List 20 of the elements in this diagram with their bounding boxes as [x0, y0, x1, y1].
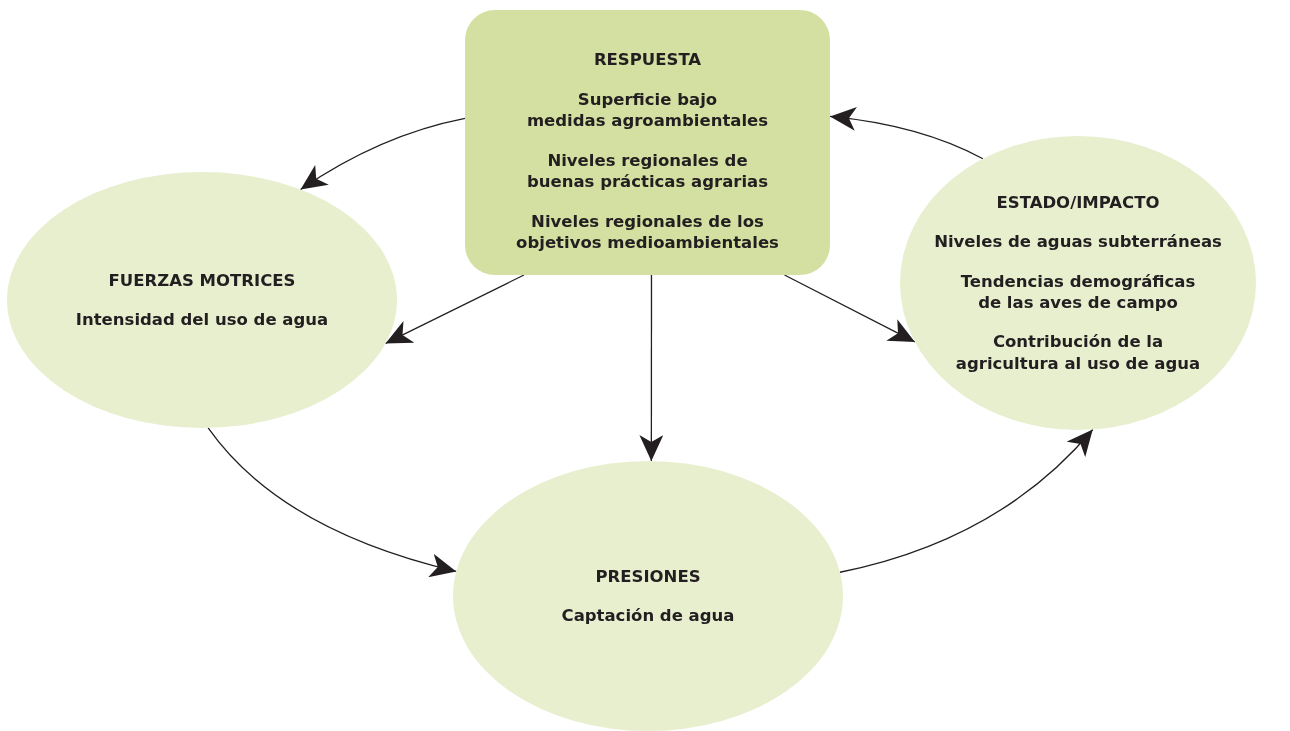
arrow: [783, 274, 916, 343]
node-text: Contribución de la agricultura al uso de agua: [954, 331, 1202, 375]
node-heading: FUERZAS MOTRICES: [108, 269, 296, 291]
arrow: [639, 274, 664, 462]
node-text: Niveles regionales de los objetivos medioambientales: [515, 210, 780, 254]
arrow: [829, 107, 984, 160]
node-text: Captación de agua: [561, 605, 735, 627]
node-text: Niveles regionales de buenas prácticas agrarias: [525, 149, 769, 193]
node-heading: RESPUESTA: [593, 49, 702, 71]
rounded-box: [465, 10, 830, 275]
node-heading: PRESIONES: [595, 565, 701, 587]
arrow: [299, 117, 466, 191]
arrow: [207, 427, 457, 577]
arrow: [839, 428, 1094, 573]
node-text: Niveles de aguas subterráneas: [934, 231, 1222, 253]
node-text: Intensidad del uso de agua: [75, 309, 329, 331]
node-heading: ESTADO/IMPACTO: [996, 191, 1160, 214]
arrow: [384, 274, 525, 345]
node-text: Superficie bajo medidas agroambientales: [525, 88, 770, 132]
node-text: Tendencias demográficas de las aves de campo: [959, 270, 1197, 314]
